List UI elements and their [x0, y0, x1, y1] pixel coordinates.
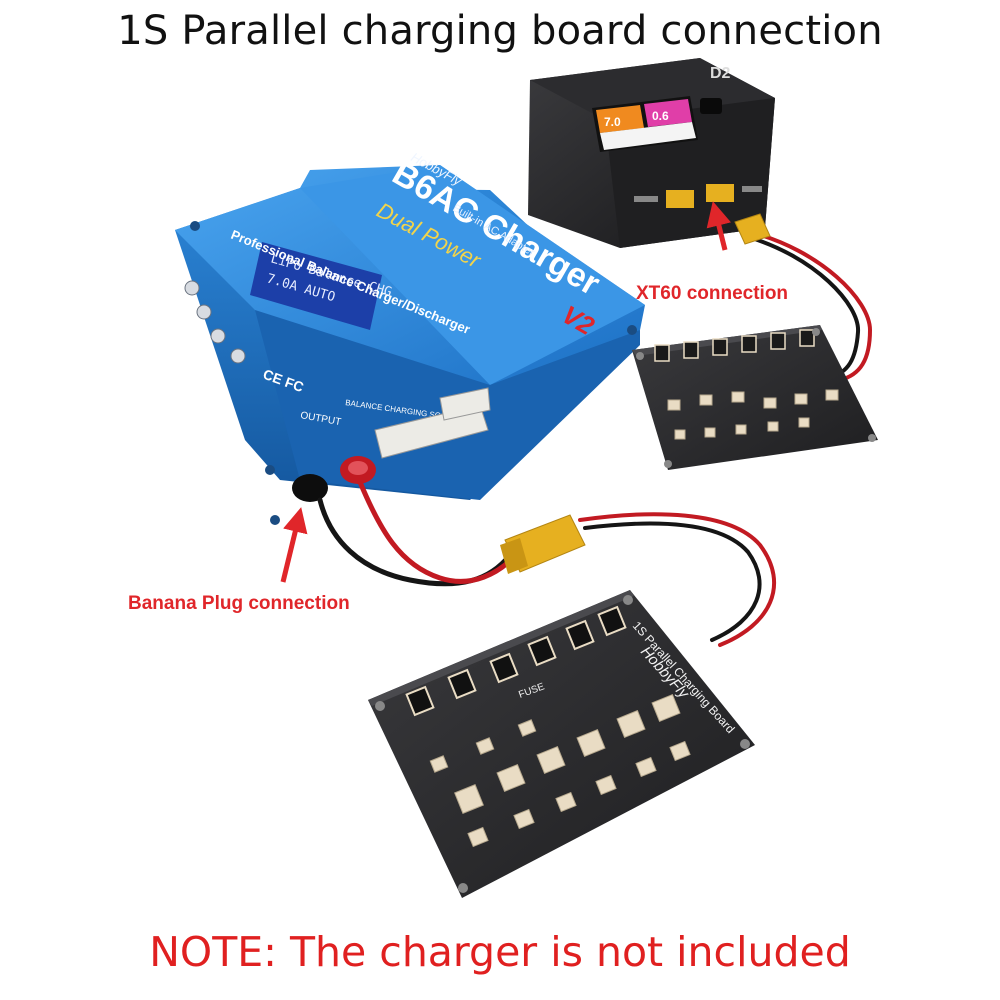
disclaimer-note: NOTE: The charger is not included — [149, 928, 851, 976]
xt60-connector-bottom — [500, 514, 586, 574]
d2-charger: 7.0 0.6 D2 — [528, 58, 775, 248]
cables — [317, 230, 873, 647]
page-title: 1S Parallel charging board connection — [117, 8, 883, 54]
xt60-callout: XT60 connection — [636, 283, 789, 304]
b6ac-button-3 — [210, 328, 226, 344]
d2-screen-right-value: 0.6 — [652, 109, 669, 123]
xt60-connector-top — [734, 213, 771, 245]
b6ac-button-4 — [230, 348, 246, 364]
d2-screen-left-value: 7.0 — [604, 115, 621, 129]
b6ac-button-1 — [184, 280, 200, 296]
b6ac-button-2 — [196, 304, 212, 320]
d2-logo: D2 — [710, 65, 731, 82]
parallel-board-bottom: 1S Parallel Charging Board HobbyFly FUSE — [368, 590, 755, 898]
xt60-arrow — [706, 201, 731, 251]
banana-arrow — [280, 507, 308, 583]
parallel-board-top — [632, 325, 878, 470]
banana-callout: Banana Plug connection — [128, 593, 350, 614]
